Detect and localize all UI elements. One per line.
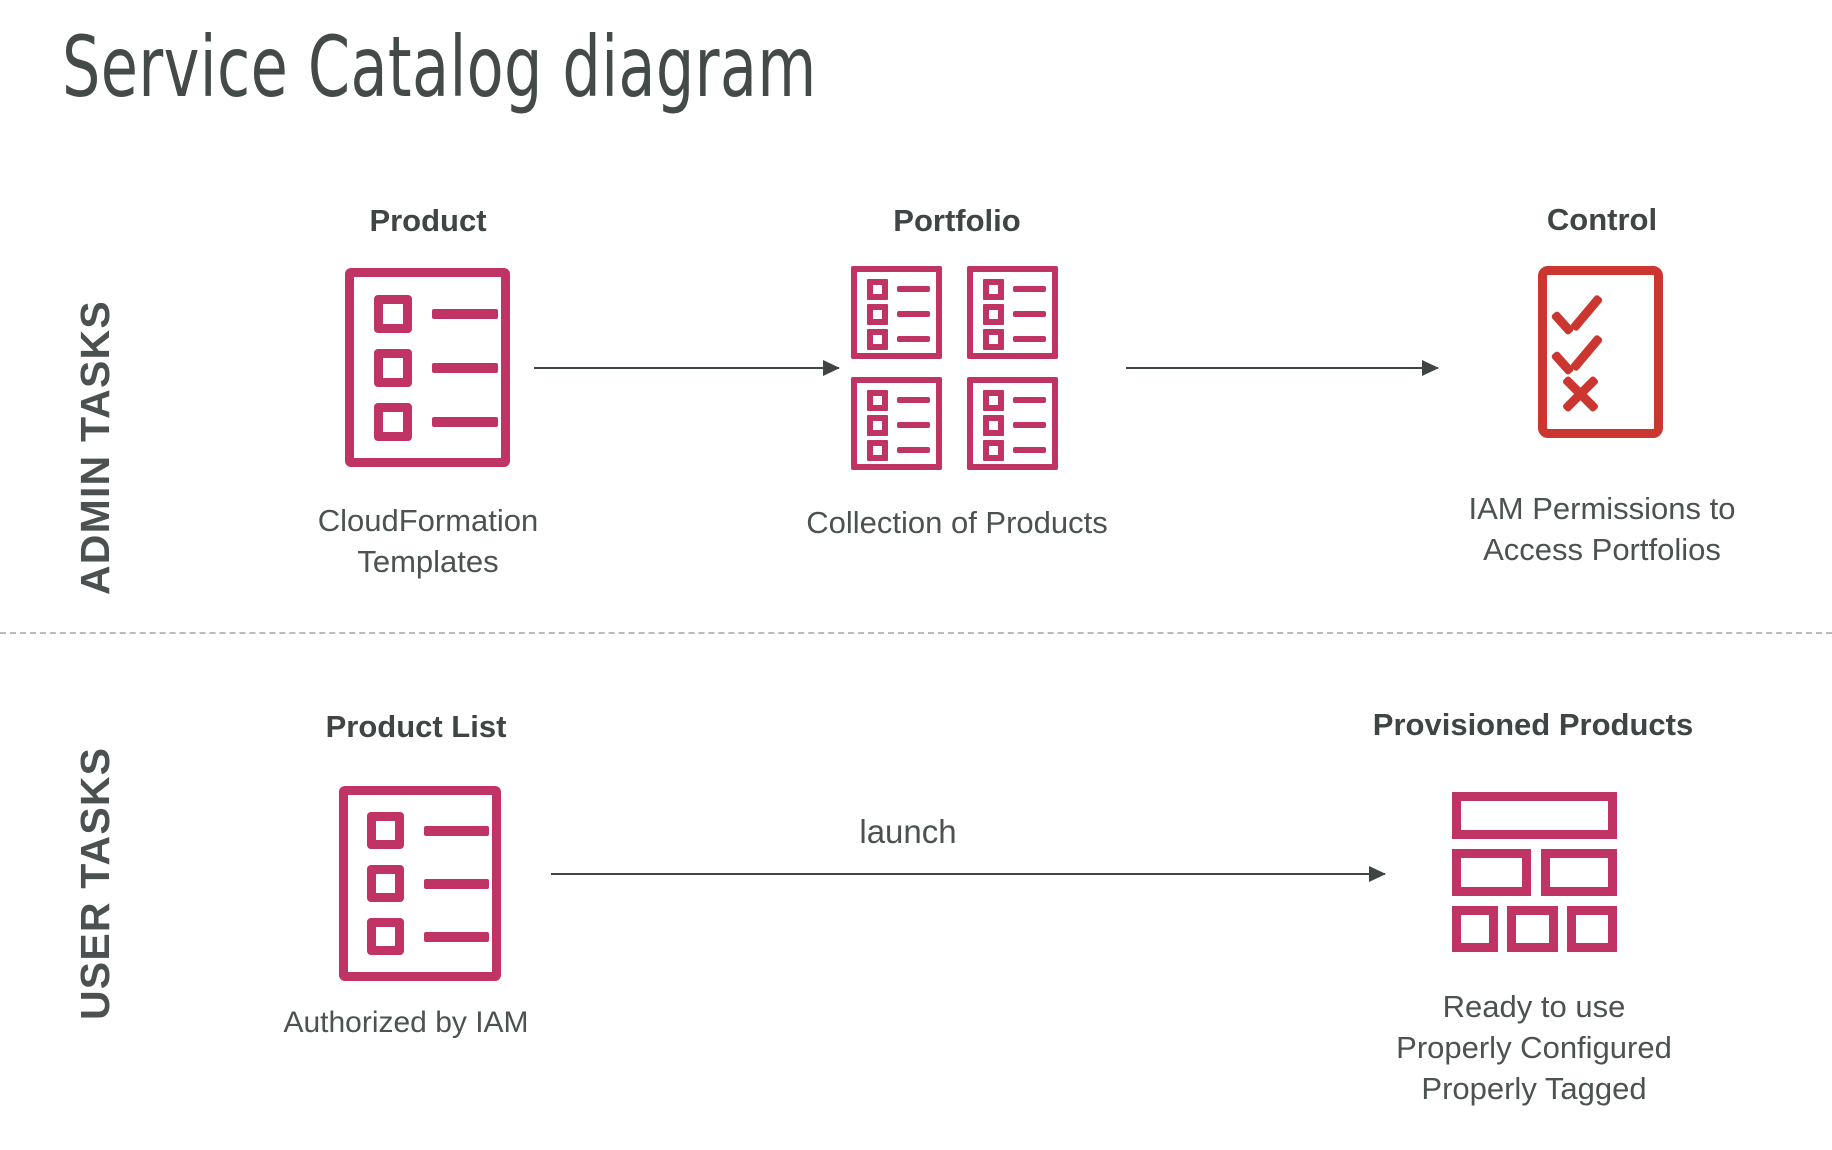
portfolio-tile-3 [851,377,942,470]
icon-frame [967,377,1058,470]
node-caption-provisioned-products: Ready to use Properly Configured Properl… [1396,989,1672,1107]
checkbox-square-1 [867,390,888,411]
arrow-shaft [1126,367,1438,369]
node-caption-product-list: Authorized by IAM [283,1006,529,1039]
icon-frame [345,268,510,467]
checkbox-square-2 [983,304,1004,325]
band-label-user-tasks: USER TASKS [72,746,118,1020]
checkbox-square-2 [983,415,1004,436]
arrow-product-to-portfolio [534,359,840,377]
portfolio-grid-icon [851,266,1058,470]
section-divider [0,632,1832,634]
portfolio-tile-4 [967,377,1058,470]
node-heading-control: Control [1546,202,1658,237]
checkbox-square-1 [374,295,412,333]
list-line-3 [424,932,489,942]
prov-block-med-2 [1541,849,1617,896]
prov-block-wide [1452,792,1617,839]
icon-frame [851,266,942,359]
control-checklist-icon [1538,266,1663,438]
prov-block-small-3 [1567,906,1617,952]
checkbox-square-1 [983,279,1004,300]
prov-block-small-2 [1507,906,1558,952]
checkbox-square-3 [983,329,1004,350]
list-line-2 [1013,422,1046,428]
prov-block-small-1 [1452,906,1498,952]
list-line-2 [897,422,930,428]
checkbox-square-3 [867,329,888,350]
node-heading-portfolio: Portfolio [893,203,1021,238]
checkbox-square-1 [983,390,1004,411]
arrow-shaft [534,367,839,369]
icon-frame [1538,266,1663,438]
check-mark-icon-1 [1550,294,1606,336]
check-mark-icon-2 [1550,334,1606,376]
product-list-icon [345,268,510,467]
checkbox-square-2 [374,349,412,387]
portfolio-tile-1 [851,266,942,359]
list-line-1 [1013,397,1046,403]
checkbox-square-3 [983,440,1004,461]
list-line-1 [432,309,498,319]
node-heading-product-list: Product List [325,709,507,744]
checkbox-square-2 [867,415,888,436]
list-line-1 [1013,286,1046,292]
list-line-2 [432,363,498,373]
arrow-portfolio-to-control [1126,359,1439,377]
arrow-shaft [551,873,1385,875]
arrow-head-icon [1422,360,1439,376]
list-line-2 [424,879,489,889]
arrow-head-icon [823,360,840,376]
arrow-head-icon [1369,866,1386,882]
list-line-2 [897,311,930,317]
band-label-admin-tasks: ADMIN TASKS [72,300,118,595]
product-list-icon [339,786,501,981]
checkbox-square-2 [367,865,404,902]
checkbox-square-3 [867,440,888,461]
icon-frame [339,786,501,981]
node-caption-product: CloudFormation Templates [317,503,539,580]
portfolio-tile-2 [967,266,1058,359]
icon-frame [967,266,1058,359]
prov-block-med-1 [1452,849,1531,896]
node-heading-product: Product [369,203,487,238]
list-line-1 [424,826,489,836]
list-line-3 [1013,447,1046,453]
checkbox-square-3 [374,403,412,441]
list-line-3 [432,417,498,427]
list-line-3 [897,336,930,342]
provisioned-products-icon [1452,792,1617,952]
checkbox-square-1 [367,812,404,849]
page-title: Service Catalog diagram [62,18,817,116]
node-caption-portfolio: Collection of Products [806,505,1108,540]
list-line-3 [897,447,930,453]
node-heading-provisioned-products: Provisioned Products [1372,707,1694,742]
list-line-3 [1013,336,1046,342]
checkbox-square-2 [867,304,888,325]
arrow-launch [551,865,1386,883]
checkbox-square-3 [367,918,404,955]
checkbox-square-1 [867,279,888,300]
list-line-1 [897,397,930,403]
arrow-label-launch: launch [859,813,957,850]
list-line-2 [1013,311,1046,317]
list-line-1 [897,286,930,292]
node-caption-control: IAM Permissions to Access Portfolios [1468,491,1736,568]
cross-mark-icon [1560,374,1604,414]
icon-frame [851,377,942,470]
